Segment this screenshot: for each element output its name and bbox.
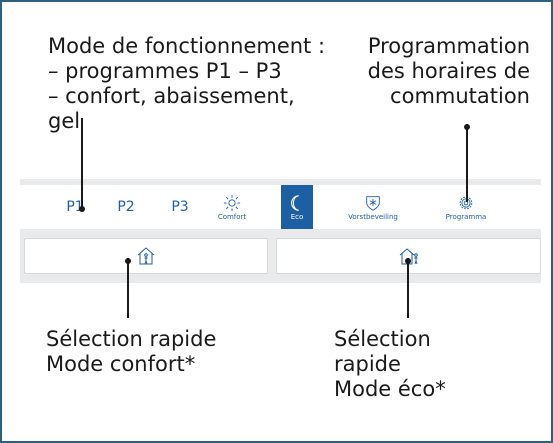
mode-p1-button[interactable]: P1 (55, 185, 95, 229)
mode-eco-button[interactable]: Eco (281, 185, 313, 229)
mode-p3-label: P3 (171, 199, 189, 215)
mode-p2-label: P2 (117, 199, 135, 215)
snowflake-shield-icon (366, 195, 380, 211)
operating-mode-annotation: Mode de fonctionnement : – programmes P1… (48, 34, 326, 133)
mode-p2-button[interactable]: P2 (106, 185, 146, 229)
sun-icon (223, 194, 241, 211)
quick-comfort-leader (127, 258, 129, 318)
operating-mode-leader-dot (79, 206, 85, 212)
quick-comfort-button[interactable] (24, 238, 268, 274)
scheduling-leader-dot (464, 124, 470, 130)
mode-eco-label: Eco (290, 212, 304, 221)
moon-icon (291, 194, 299, 211)
house-person-outside-icon (399, 248, 418, 265)
quick-comfort-annotation: Sélection rapide Mode confort* (46, 327, 217, 376)
mode-frost-label: Vorstbeveiling (348, 212, 398, 221)
quick-eco-annotation: Sélection rapide Mode éco* (334, 327, 446, 401)
mode-comfort-label: Comfort (217, 212, 247, 221)
program-label: Programma (445, 212, 487, 221)
mode-comfort-button[interactable]: Comfort (207, 185, 257, 229)
mode-bar: P1 P2 P3 Comfort Eco (20, 185, 541, 229)
quick-comfort-leader-dot (125, 258, 131, 264)
scheduling-annotation: Programmation des horaires de commutatio… (367, 34, 530, 108)
scheduling-leader (466, 124, 468, 202)
quick-eco-leader-dot (405, 258, 411, 264)
mode-frost-button[interactable]: Vorstbeveiling (338, 185, 408, 229)
quick-eco-leader (407, 258, 409, 318)
operating-mode-leader (81, 118, 83, 210)
house-person-icon (137, 247, 155, 265)
mode-p3-button[interactable]: P3 (160, 185, 200, 229)
